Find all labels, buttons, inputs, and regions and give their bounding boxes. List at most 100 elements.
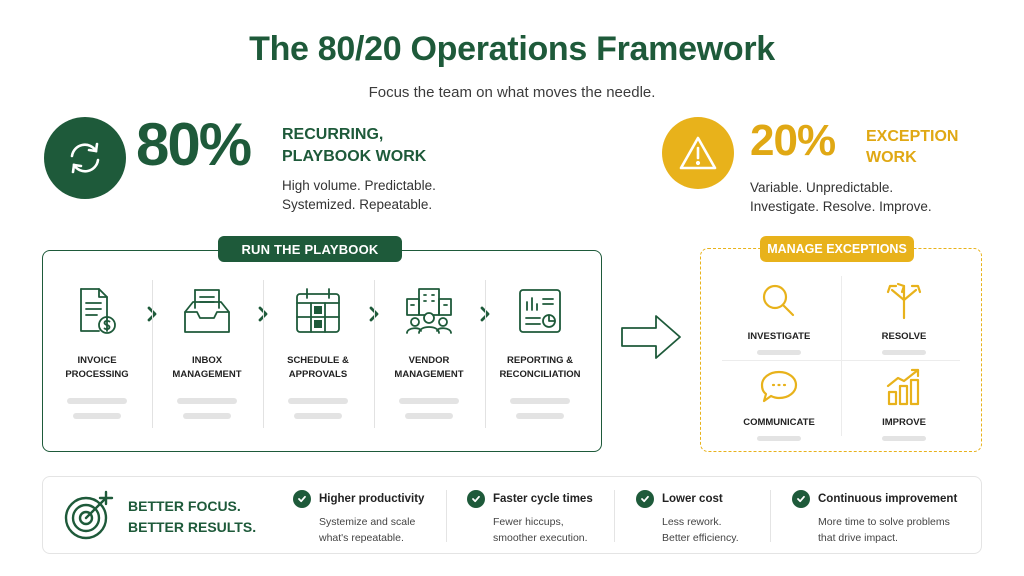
- placeholder-bar: [757, 350, 801, 355]
- placeholder-bar: [73, 413, 121, 419]
- benefit-desc-line1: Less rework.: [662, 516, 722, 528]
- benefit-name: Continuous improvement: [818, 493, 958, 505]
- step-divider: [152, 280, 153, 428]
- check-circle-icon: [792, 490, 810, 508]
- target-icon: [62, 490, 114, 547]
- exception-heading: EXCEPTION WORK: [866, 126, 958, 168]
- step-schedule-approvals: SCHEDULE & APPROVALS: [263, 282, 373, 432]
- exception-label: INVESTIGATE: [747, 331, 811, 342]
- step-label-line1: INBOX: [191, 355, 223, 366]
- step-label-line1: REPORTING &: [507, 355, 573, 366]
- chevron-right-icon: [479, 306, 491, 327]
- benefit-divider: [614, 490, 615, 542]
- focus-line1: BETTER FOCUS.: [128, 498, 241, 514]
- exception-heading-line2: WORK: [866, 149, 917, 166]
- step-divider: [263, 280, 264, 428]
- exception-communicate: COMMUNICATE: [719, 368, 839, 441]
- invoice-icon: [80, 288, 116, 334]
- step-invoice-processing: INVOICE PROCESSING: [42, 282, 152, 432]
- flow-arrow-icon: [620, 312, 684, 367]
- step-label-line1: VENDOR: [408, 355, 450, 366]
- benefit-name: Faster cycle times: [493, 493, 593, 505]
- placeholder-bar: [288, 398, 348, 404]
- benefit-desc-line1: More time to solve problems: [818, 516, 950, 528]
- placeholder-bar: [882, 350, 926, 355]
- benefit-lower-cost: Lower cost Less rework. Better efficienc…: [636, 490, 739, 546]
- placeholder-bar: [67, 398, 127, 404]
- benefit-desc-line1: Systemize and scale: [319, 516, 416, 528]
- benefit-desc-line2: that drive impact.: [818, 532, 898, 544]
- exception-percent: 20%: [750, 116, 836, 165]
- recurring-percent: 80%: [136, 111, 252, 178]
- chevron-right-icon: [368, 306, 380, 327]
- placeholder-bar: [510, 398, 570, 404]
- recurring-description: High volume. Predictable. Systemized. Re…: [282, 176, 436, 214]
- step-label-line2: MANAGEMENT: [172, 369, 242, 380]
- split-arrows-icon: [886, 282, 922, 320]
- page-subtitle: Focus the team on what moves the needle.: [368, 84, 656, 101]
- exception-label: COMMUNICATE: [743, 417, 815, 428]
- recurring-heading-line1: RECURRING,: [282, 126, 384, 143]
- recurring-heading: RECURRING, PLAYBOOK WORK: [282, 124, 426, 168]
- benefit-divider: [770, 490, 771, 542]
- benefit-divider: [446, 490, 447, 542]
- step-label-line2: MANAGEMENT: [394, 369, 464, 380]
- inbox-icon: [184, 289, 230, 333]
- placeholder-bar: [183, 413, 231, 419]
- benefit-name: Higher productivity: [319, 493, 425, 505]
- exception-desc-line1: Variable. Unpredictable.: [750, 180, 894, 195]
- recurring-heading-line2: PLAYBOOK WORK: [282, 148, 427, 165]
- step-vendor-management: VENDOR MANAGEMENT: [374, 282, 484, 432]
- exception-investigate: INVESTIGATE: [719, 282, 839, 355]
- page-title: The 80/20 Operations Framework: [249, 30, 775, 68]
- exceptions-tag: MANAGE EXCEPTIONS: [760, 236, 914, 262]
- benefits-panel: [42, 476, 982, 554]
- focus-slogan: BETTER FOCUS. BETTER RESULTS.: [128, 496, 256, 538]
- step-label-line2: RECONCILIATION: [499, 369, 581, 380]
- benefit-continuous-improvement: Continuous improvement More time to solv…: [792, 490, 957, 546]
- chevron-right-icon: [257, 306, 269, 327]
- benefit-desc-line2: what's repeatable.: [319, 532, 404, 544]
- warning-triangle-icon: [662, 117, 734, 189]
- chat-bubble-icon: [760, 370, 798, 403]
- exception-heading-line1: EXCEPTION: [866, 128, 959, 145]
- placeholder-bar: [294, 413, 342, 419]
- benefit-desc-line2: smoother execution.: [493, 532, 588, 544]
- step-label-line1: SCHEDULE &: [287, 355, 349, 366]
- placeholder-bar: [399, 398, 459, 404]
- step-label-line1: INVOICE: [77, 355, 117, 366]
- exceptions-divider-vertical: [841, 276, 842, 436]
- exception-desc-line2: Investigate. Resolve. Improve.: [750, 199, 932, 214]
- chevron-right-icon: [146, 306, 158, 327]
- step-label-line2: PROCESSING: [65, 369, 129, 380]
- placeholder-bar: [882, 436, 926, 441]
- step-label-line2: APPROVALS: [288, 369, 348, 380]
- placeholder-bar: [757, 436, 801, 441]
- growth-chart-icon: [886, 368, 920, 406]
- report-chart-icon: [519, 289, 561, 333]
- recurring-desc-line2: Systemized. Repeatable.: [282, 197, 433, 212]
- recurring-desc-line1: High volume. Predictable.: [282, 178, 436, 193]
- exception-resolve: RESOLVE: [844, 282, 964, 355]
- placeholder-bar: [516, 413, 564, 419]
- step-inbox-management: INBOX MANAGEMENT: [152, 282, 262, 432]
- check-circle-icon: [467, 490, 485, 508]
- benefit-desc-line1: Fewer hiccups,: [493, 516, 564, 528]
- step-divider: [374, 280, 375, 428]
- step-divider: [485, 280, 486, 428]
- exception-description: Variable. Unpredictable. Investigate. Re…: [750, 178, 932, 216]
- recycle-arrows-icon: [44, 117, 126, 199]
- exception-label: RESOLVE: [881, 331, 927, 342]
- exception-improve: IMPROVE: [844, 368, 964, 441]
- check-circle-icon: [293, 490, 311, 508]
- benefit-name: Lower cost: [662, 493, 723, 505]
- magnifier-icon: [762, 284, 795, 317]
- placeholder-bar: [405, 413, 453, 419]
- step-reporting-reconciliation: REPORTING & RECONCILIATION: [485, 282, 595, 432]
- benefit-higher-productivity: Higher productivity Systemize and scale …: [293, 490, 424, 546]
- check-circle-icon: [636, 490, 654, 508]
- calendar-icon: [296, 288, 340, 333]
- exceptions-divider-horizontal: [722, 360, 960, 361]
- playbook-tag: RUN THE PLAYBOOK: [218, 236, 402, 262]
- benefit-desc-line2: Better efficiency.: [662, 532, 739, 544]
